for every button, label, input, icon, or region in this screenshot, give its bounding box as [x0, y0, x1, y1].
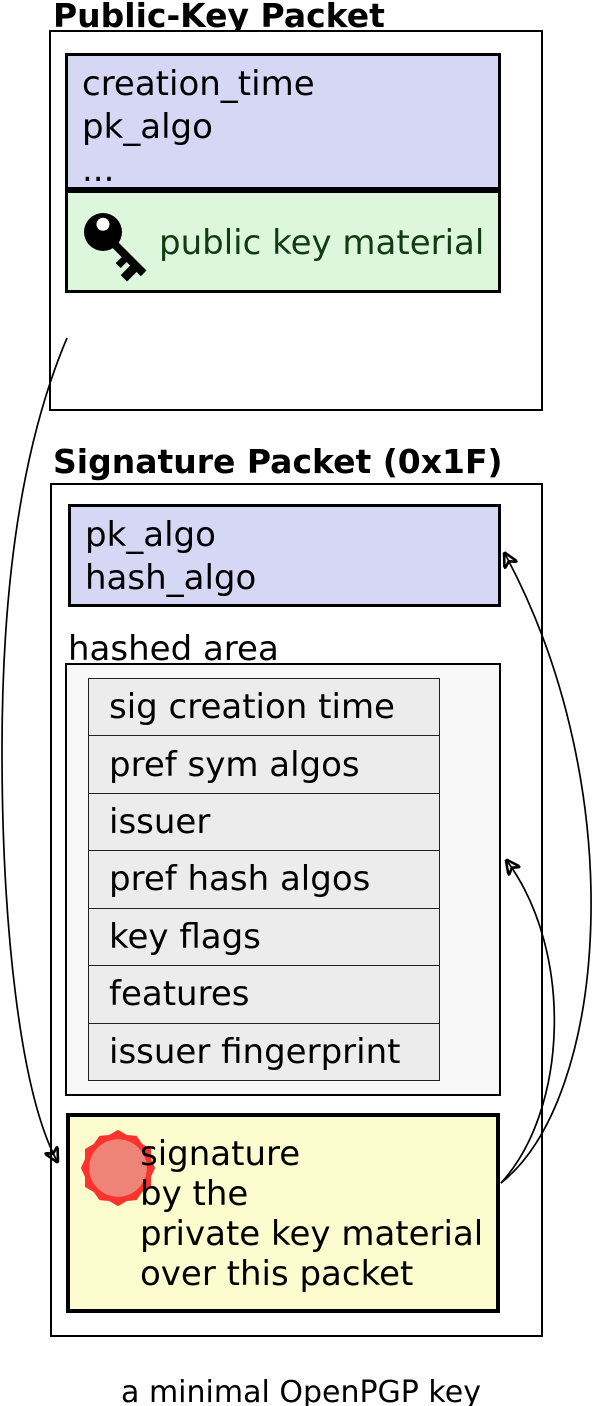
diagram-caption: a minimal OpenPGP key — [121, 1375, 481, 1406]
signature-value-box: signature by the private key material ov… — [66, 1113, 500, 1313]
subpacket-key-flags: key flags — [89, 907, 439, 966]
subpacket-features: features — [89, 965, 439, 1023]
subpacket-sig-creation-time: sig creation time — [89, 679, 439, 736]
field-pk-algo: pk_algo — [85, 515, 216, 555]
subpacket-table: sig creation time pref sym algos issuer … — [88, 678, 440, 1081]
field-ellipsis: ... — [82, 150, 115, 190]
subpacket-pref-sym-algos: pref sym algos — [89, 735, 439, 793]
public-key-packet-title: Public-Key Packet — [53, 0, 385, 35]
field-pk-algo: pk_algo — [82, 107, 213, 147]
signature-description: signature by the private key material ov… — [140, 1134, 483, 1294]
subpacket-issuer: issuer — [89, 792, 439, 851]
public-key-material-box: public key material — [65, 190, 501, 293]
key-icon — [84, 213, 147, 282]
seal-icon — [80, 1129, 156, 1207]
signature-header-fields-box: pk_algo hash_algo — [68, 504, 501, 607]
signature-line: private key material — [140, 1214, 484, 1254]
subpacket-issuer-fingerprint: issuer fingerprint — [89, 1022, 439, 1080]
subpacket-pref-hash-algos: pref hash algos — [89, 850, 439, 908]
public-key-material-label: public key material — [159, 223, 485, 263]
field-creation-time: creation_time — [82, 64, 315, 104]
hashed-area-box: sig creation time pref sym algos issuer … — [65, 663, 501, 1096]
public-key-header-fields-box: creation_time pk_algo ... — [65, 53, 501, 190]
signature-packet-title: Signature Packet (0x1F) — [53, 442, 503, 481]
signature-line: over this packet — [140, 1254, 414, 1294]
field-hash-algo: hash_algo — [85, 558, 257, 598]
signature-line: signature — [140, 1134, 301, 1174]
signature-line: by the — [140, 1174, 249, 1214]
hashed-area-label: hashed area — [68, 629, 279, 669]
